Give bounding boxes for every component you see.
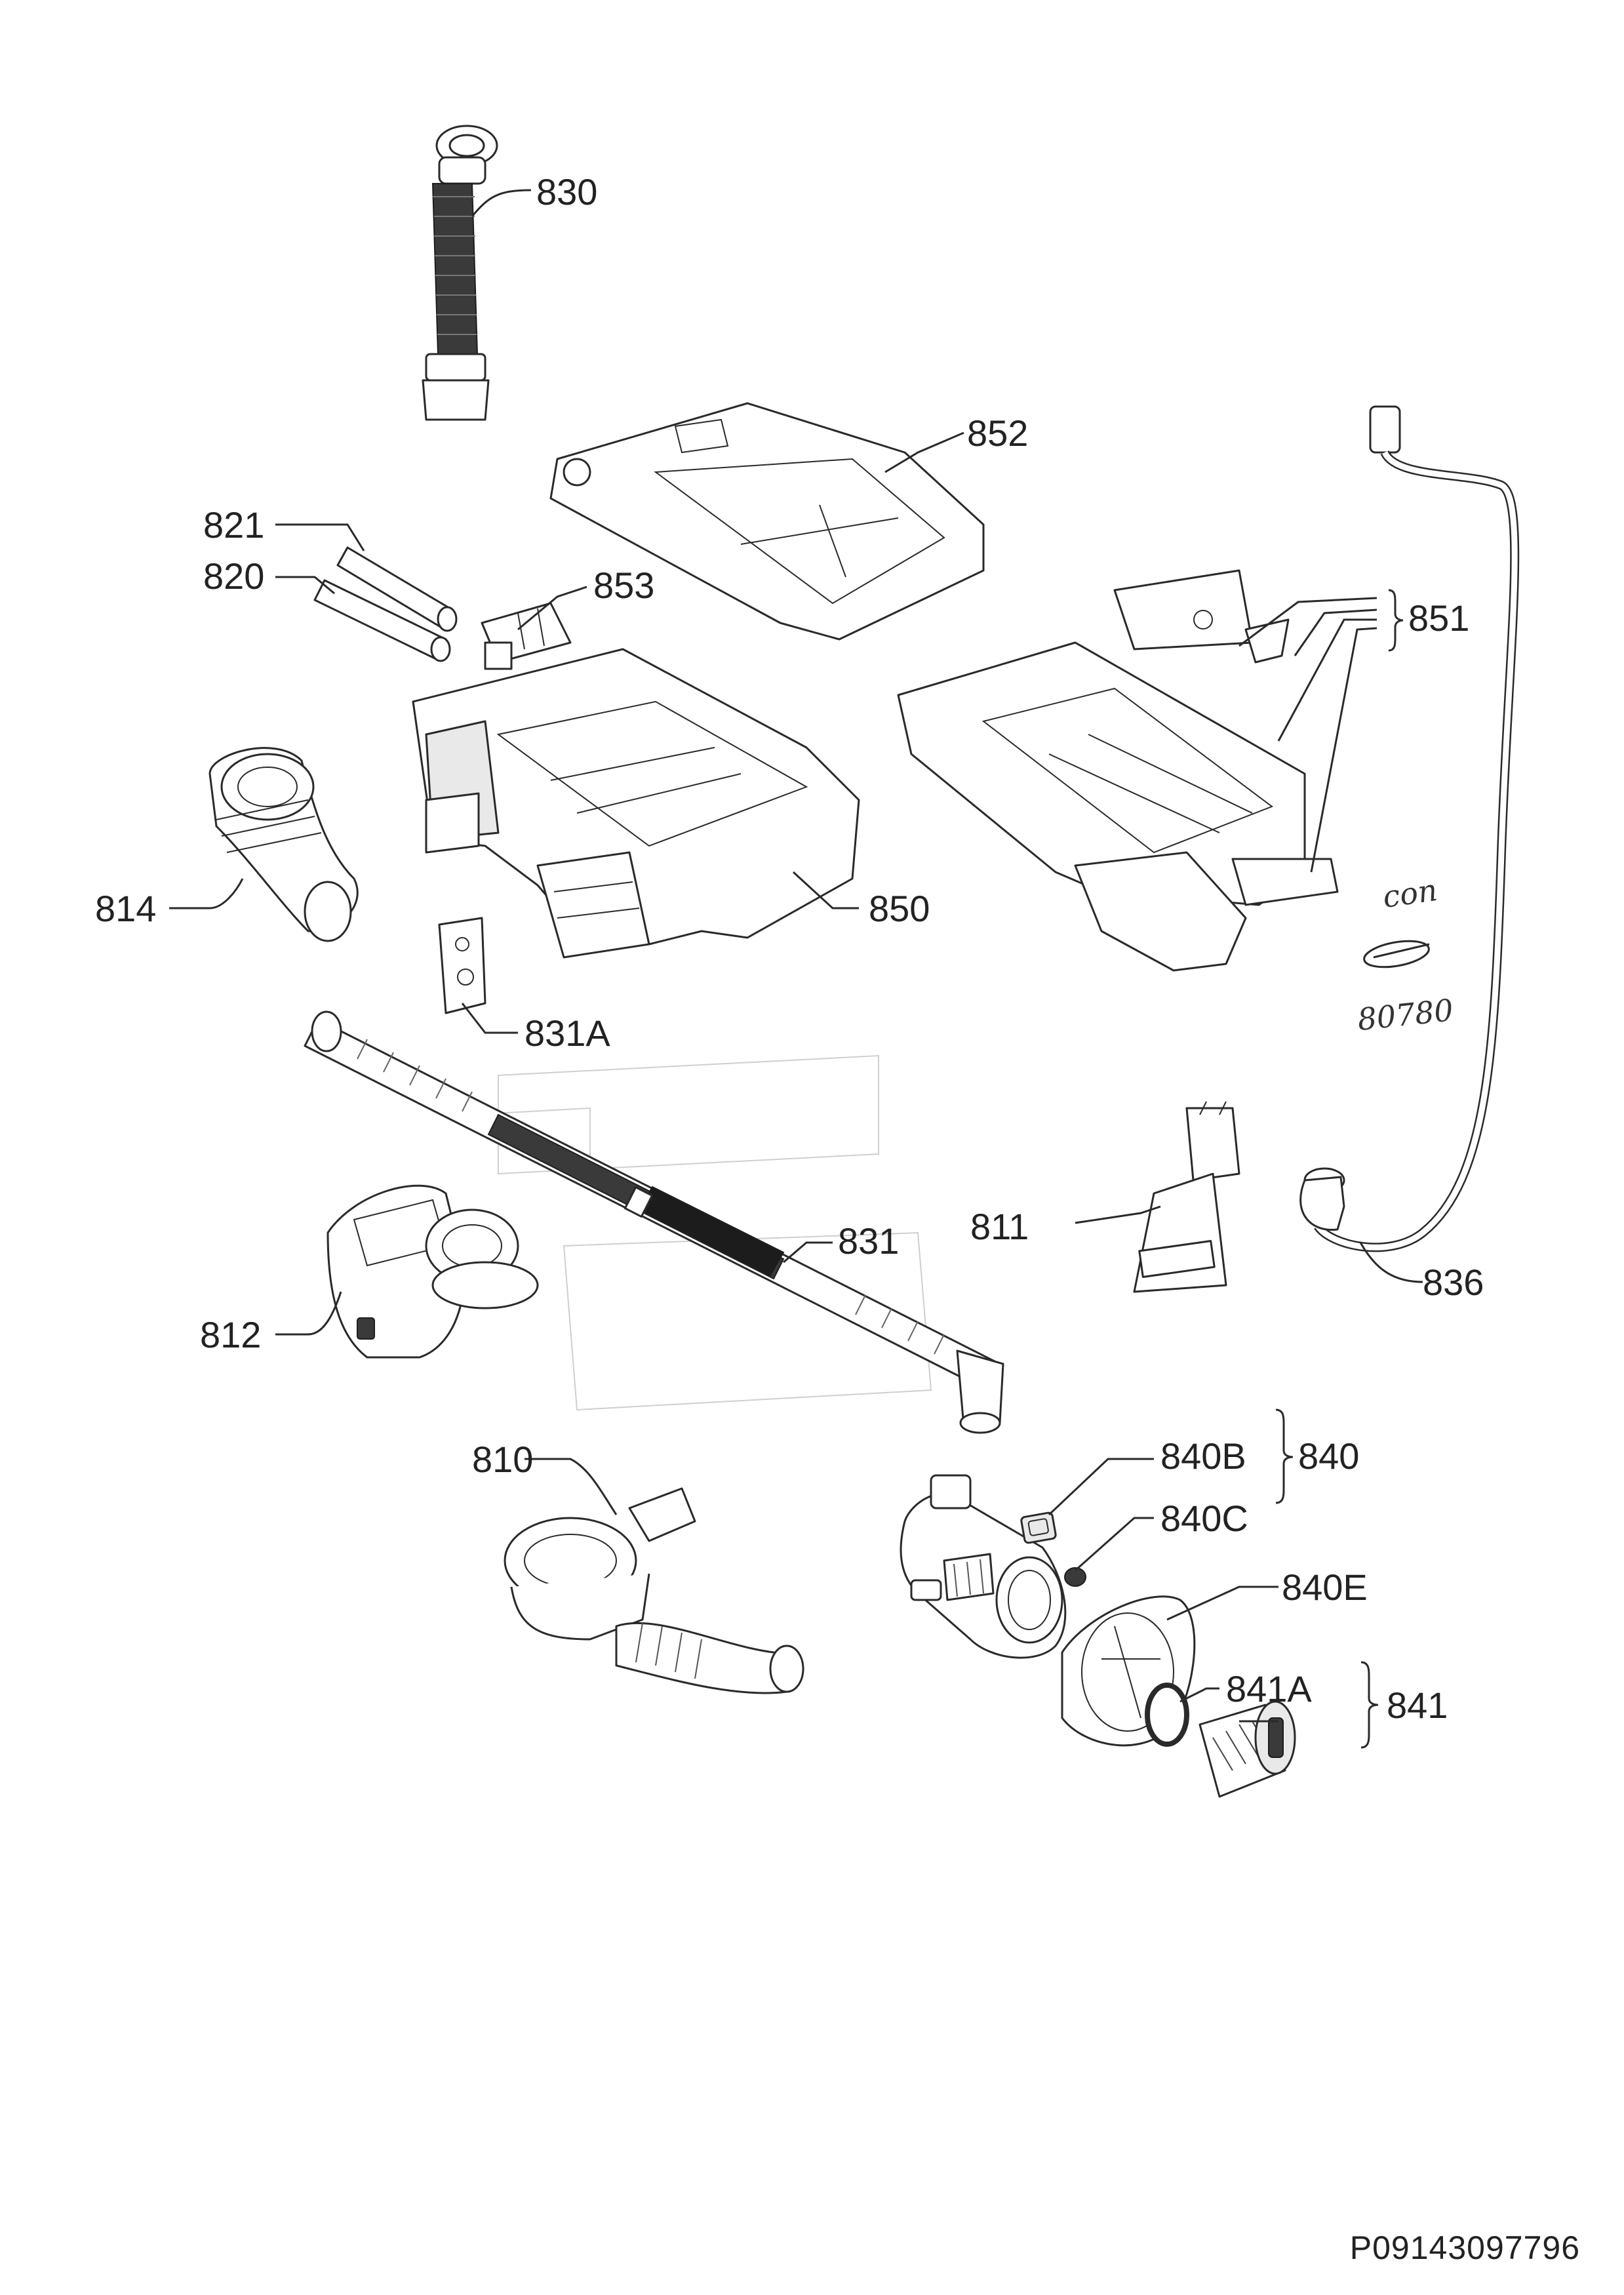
label-841A: 841A xyxy=(1226,1668,1312,1709)
label-840B: 840B xyxy=(1160,1435,1246,1477)
label-830: 830 xyxy=(536,171,597,212)
label-852: 852 xyxy=(967,412,1028,454)
handwriting-line-2: 80780 xyxy=(1356,992,1455,1037)
label-831A: 831A xyxy=(525,1012,610,1054)
valve-connector-853 xyxy=(481,602,572,670)
bracket-831A xyxy=(438,917,486,1014)
label-850: 850 xyxy=(869,888,930,929)
handwriting-line-1: con xyxy=(1381,872,1440,915)
o-ring-841A xyxy=(1145,1683,1189,1747)
document-code: P09143097796 xyxy=(1350,2229,1580,2266)
plug-840C xyxy=(1064,1567,1086,1587)
label-836: 836 xyxy=(1423,1262,1484,1303)
tube-820 xyxy=(313,579,451,662)
dispenser-cover-852 xyxy=(549,402,985,641)
duct-811 xyxy=(1133,1101,1240,1293)
part-labels: 830 852 821 820 853 851 814 850 831A 831… xyxy=(95,171,1484,1726)
filter-841 xyxy=(1198,1700,1296,1798)
label-821: 821 xyxy=(203,504,264,546)
corrugated-hose-831 xyxy=(304,1010,1004,1434)
label-851: 851 xyxy=(1408,597,1469,639)
sump-810 xyxy=(504,1487,804,1694)
bellows-pipe-814 xyxy=(208,747,359,942)
label-840E: 840E xyxy=(1282,1567,1368,1608)
label-820: 820 xyxy=(203,555,264,597)
label-853: 853 xyxy=(593,565,654,606)
label-841: 841 xyxy=(1387,1685,1448,1726)
sump-boot-812 xyxy=(327,1184,539,1359)
label-814: 814 xyxy=(95,888,156,929)
drain-hose-830 xyxy=(422,125,498,421)
hose-836 xyxy=(1299,405,1520,1252)
handwritten-note: con 80780 xyxy=(1356,872,1455,1037)
label-812: 812 xyxy=(200,1314,261,1355)
tube-821 xyxy=(336,546,458,632)
label-810: 810 xyxy=(472,1439,533,1480)
label-811: 811 xyxy=(970,1206,1029,1247)
label-840C: 840C xyxy=(1160,1498,1248,1539)
seal-840B xyxy=(1020,1511,1057,1544)
braces xyxy=(1275,589,1404,1749)
dispenser-housing-850 xyxy=(412,648,860,959)
label-831: 831 xyxy=(838,1220,899,1262)
drain-pump-840 xyxy=(900,1474,1067,1659)
dispenser-drawer-851 xyxy=(897,569,1339,972)
label-840: 840 xyxy=(1298,1435,1359,1477)
leader-lines xyxy=(169,189,1423,1723)
